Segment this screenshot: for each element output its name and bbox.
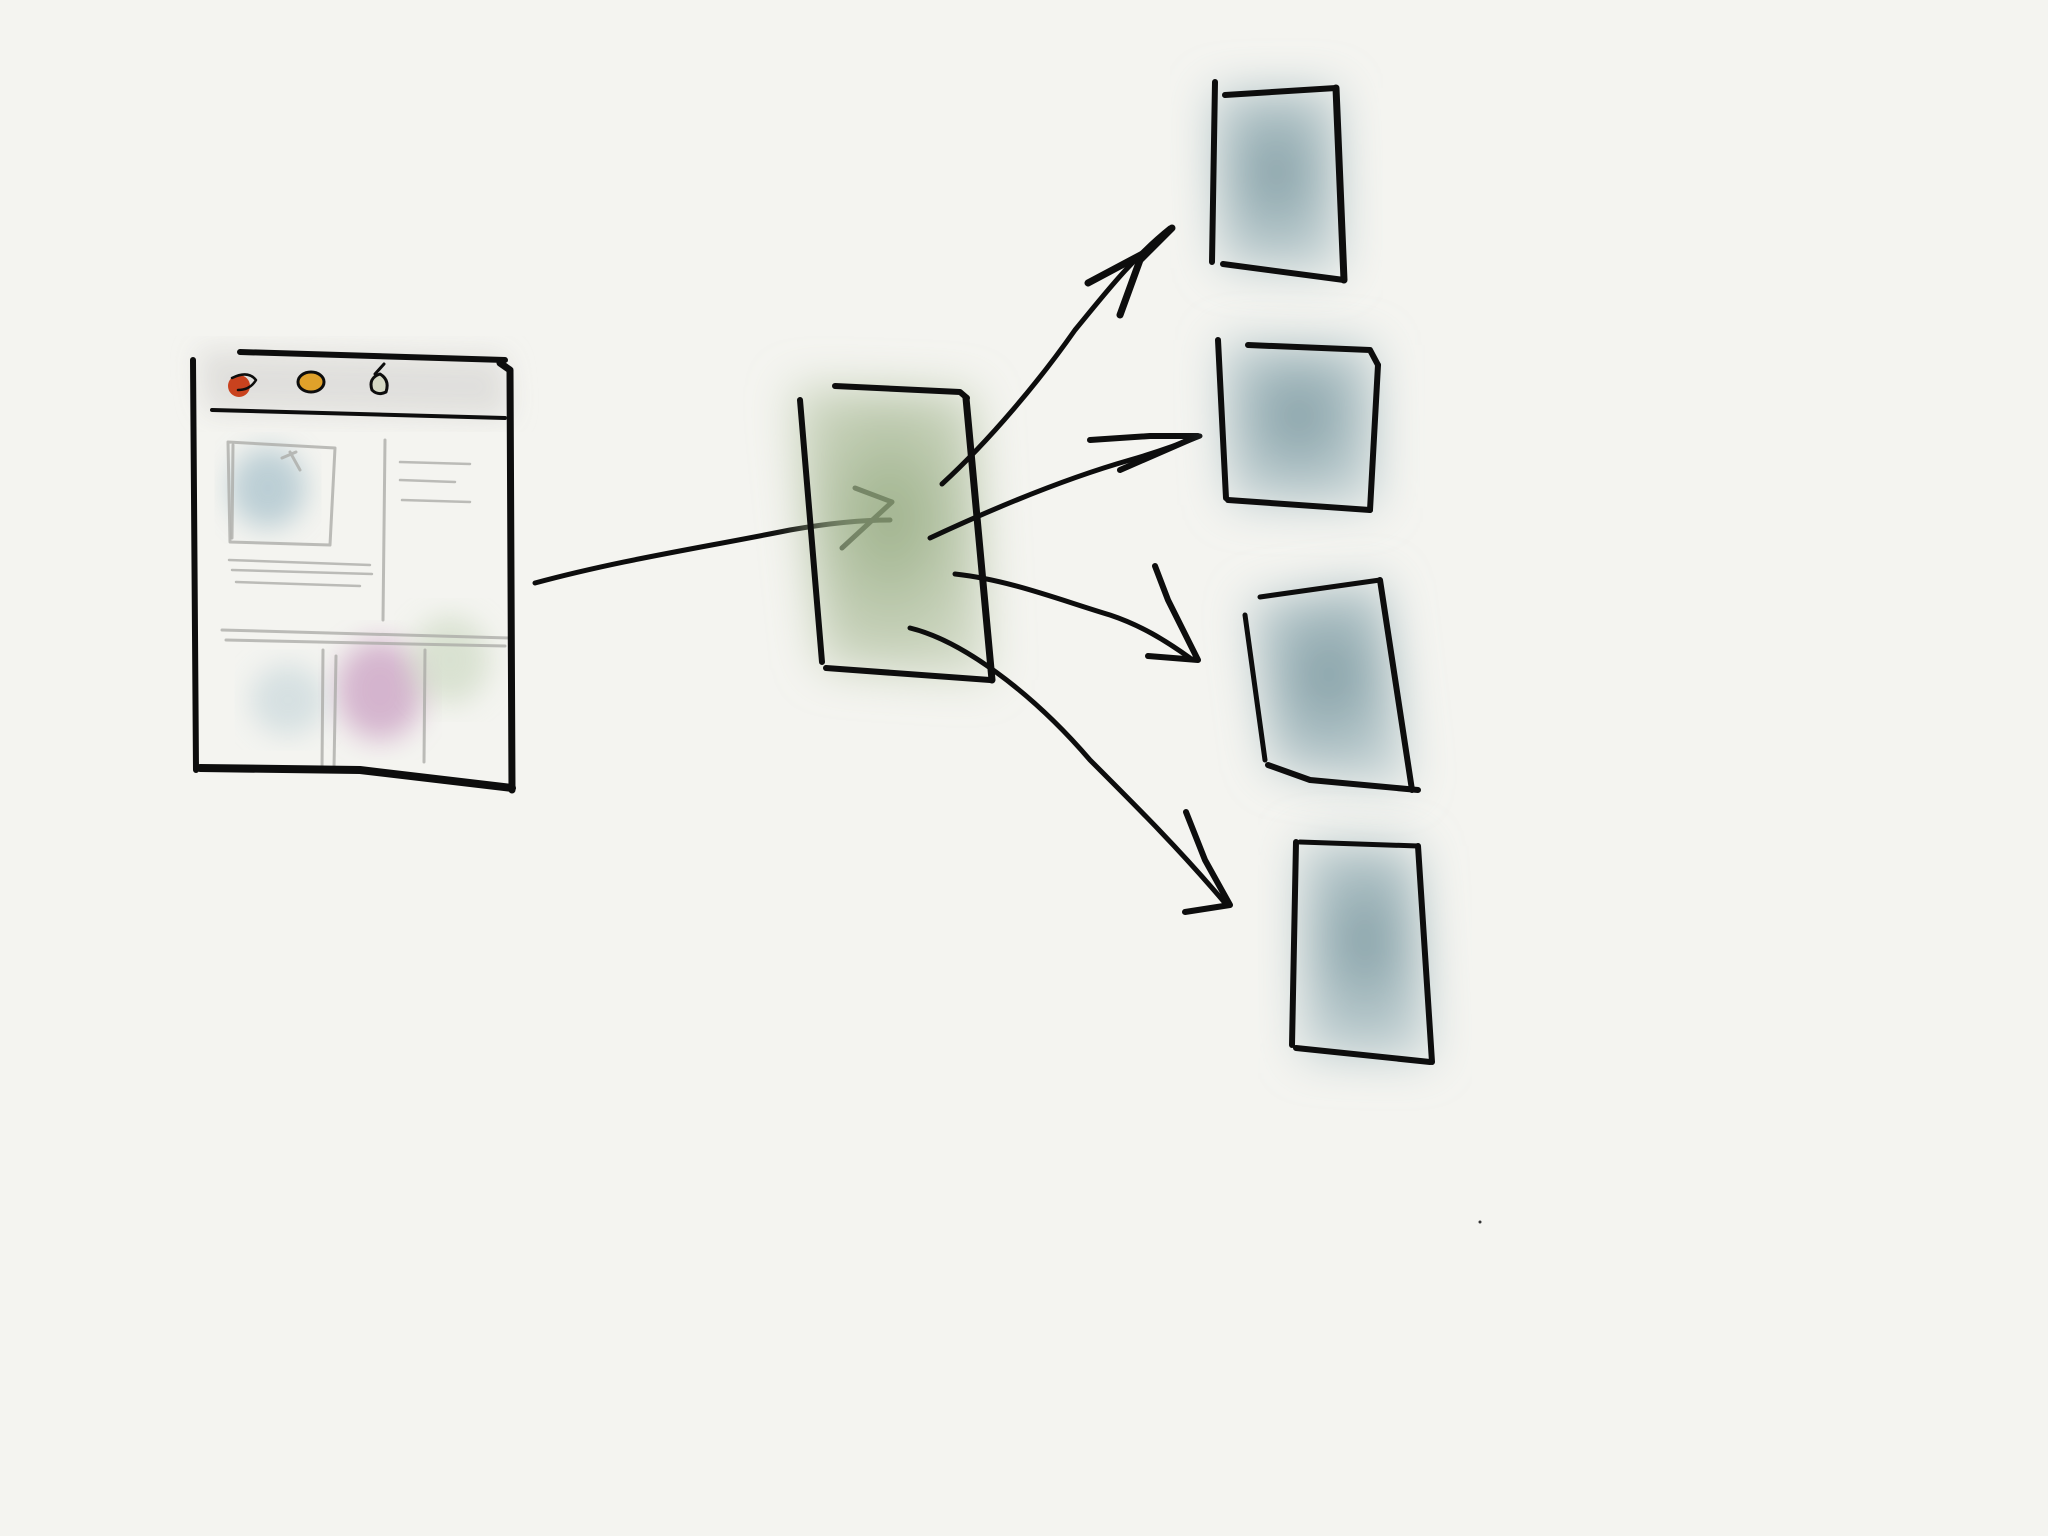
source-window-content-sketch — [220, 438, 512, 772]
target-2-wash — [1220, 340, 1378, 508]
edge-hub-to-target-2 — [927, 433, 1203, 541]
source-window-titlebar — [198, 350, 510, 418]
target-1-wash — [1210, 88, 1343, 275]
close-dot-icon — [228, 375, 250, 397]
thumbnail-blue-blob — [230, 448, 306, 528]
window-controls — [228, 362, 389, 397]
target-node-4 — [1289, 839, 1435, 1065]
edge-hub-to-target-1 — [939, 224, 1176, 487]
source-window — [190, 349, 516, 794]
stray-ink-dot — [1478, 1220, 1482, 1224]
minimize-dot-icon — [298, 372, 324, 392]
edge-hub-to-target-4 — [907, 625, 1233, 915]
target-4-wash — [1298, 840, 1432, 1062]
target-3-wash — [1248, 580, 1410, 790]
thumbnail-pink-blob — [336, 640, 424, 740]
hub-wash — [790, 385, 990, 680]
hub-node — [790, 383, 996, 684]
edge-hub-to-target-3 — [952, 563, 1201, 663]
thumbnail-pale-blue-blob — [250, 664, 326, 736]
target-node-1 — [1209, 79, 1348, 284]
thumbnail-pale-green-blob — [410, 616, 490, 704]
target-node-3 — [1242, 577, 1421, 793]
target-node-2 — [1215, 337, 1381, 513]
